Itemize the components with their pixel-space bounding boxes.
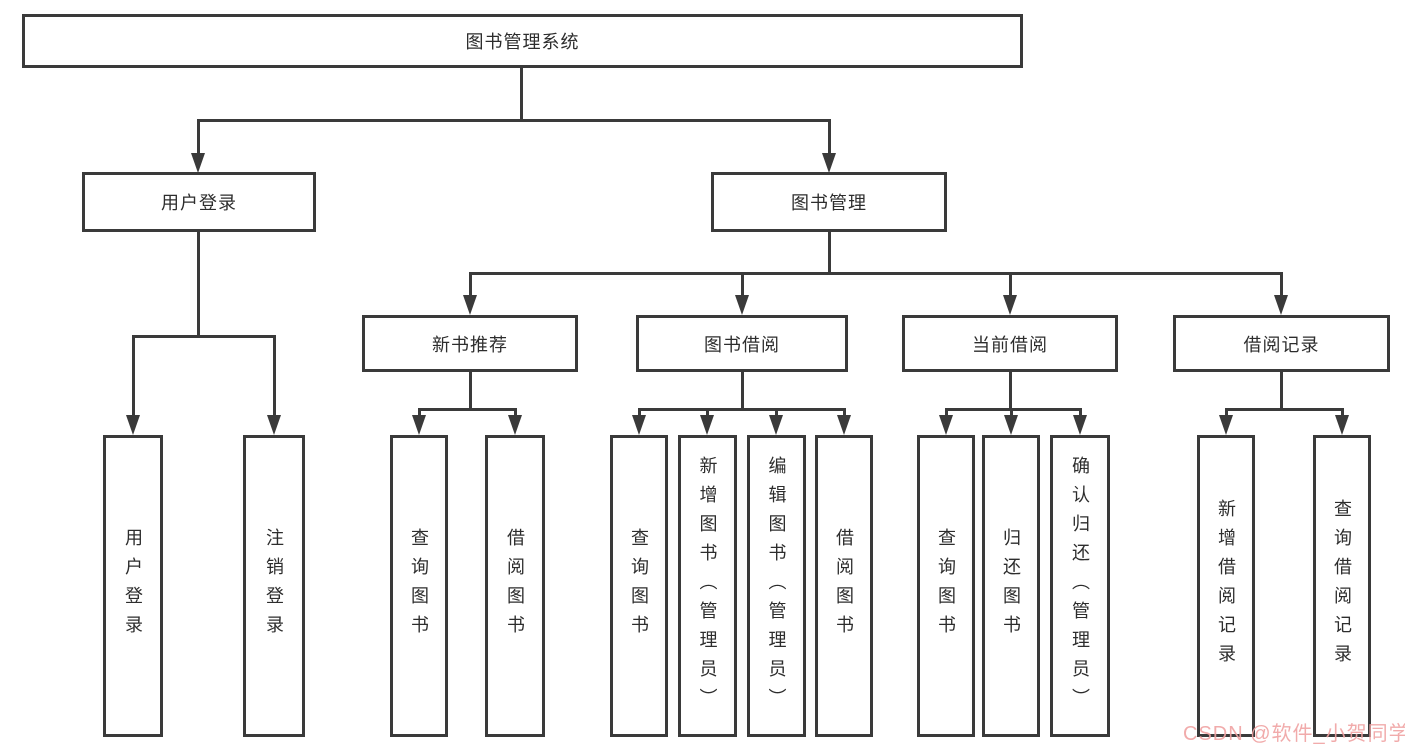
node-new-book-recommendation: 新书推荐 [362, 315, 578, 372]
node-user-login: 用户登录 [82, 172, 316, 232]
connector-line [828, 232, 831, 272]
leaf-query-books: 查询图书 [390, 435, 448, 737]
connector-line [197, 119, 200, 156]
arrowhead-down-icon [1335, 415, 1349, 435]
arrowhead-down-icon [1219, 415, 1233, 435]
leaf-edit-books-admin: 编辑图书（管理员） [747, 435, 806, 737]
leaf-query-borrow-record: 查询借阅记录 [1313, 435, 1371, 737]
connector-line [418, 408, 421, 418]
connector-line [469, 272, 472, 298]
connector-line [1225, 408, 1228, 418]
connector-line [1009, 372, 1012, 408]
arrowhead-down-icon [412, 415, 426, 435]
connector-line [775, 408, 778, 418]
connector-line [638, 408, 641, 418]
node-book-management: 图书管理 [711, 172, 947, 232]
connector-line [418, 408, 517, 411]
arrowhead-down-icon [1003, 295, 1017, 315]
arrowhead-down-icon [939, 415, 953, 435]
arrowhead-down-icon [1004, 415, 1018, 435]
arrowhead-down-icon [822, 153, 836, 173]
arrowhead-down-icon [191, 153, 205, 173]
leaf-add-books-admin: 新增图书（管理员） [678, 435, 737, 737]
leaf-query-books: 查询图书 [610, 435, 668, 737]
arrowhead-down-icon [837, 415, 851, 435]
arrowhead-down-icon [632, 415, 646, 435]
connector-line [197, 119, 831, 122]
leaf-borrow-books: 借阅图书 [815, 435, 873, 737]
node-library-management-system: 图书管理系统 [22, 14, 1023, 68]
connector-line [1280, 272, 1283, 298]
connector-line [741, 372, 744, 408]
leaf-return-books: 归还图书 [982, 435, 1040, 737]
connector-line [132, 335, 135, 418]
connector-line [1010, 408, 1013, 418]
leaf-borrow-books: 借阅图书 [485, 435, 545, 737]
connector-line [706, 408, 709, 418]
connector-line [1079, 408, 1082, 418]
connector-line [1225, 408, 1344, 411]
connector-line [1009, 272, 1012, 298]
connector-line [1341, 408, 1344, 418]
connector-line [638, 408, 846, 411]
arrowhead-down-icon [267, 415, 281, 435]
leaf-add-borrow-record: 新增借阅记录 [1197, 435, 1255, 737]
connector-line [514, 408, 517, 418]
arrowhead-down-icon [769, 415, 783, 435]
connector-line [469, 272, 1283, 275]
node-book-borrowing: 图书借阅 [636, 315, 848, 372]
arrowhead-down-icon [1073, 415, 1087, 435]
leaf-query-books: 查询图书 [917, 435, 975, 737]
connector-line [132, 335, 275, 338]
arrowhead-down-icon [463, 295, 477, 315]
connector-line [1280, 372, 1283, 408]
leaf-logout: 注销登录 [243, 435, 305, 737]
connector-line [945, 408, 1082, 411]
arrowhead-down-icon [508, 415, 522, 435]
connector-line [843, 408, 846, 418]
csdn-watermark: CSDN @软件_小贺同学 [1183, 723, 1405, 745]
arrowhead-down-icon [1274, 295, 1288, 315]
arrowhead-down-icon [126, 415, 140, 435]
connector-line [273, 335, 276, 418]
connector-line [520, 68, 523, 120]
leaf-user-login: 用户登录 [103, 435, 163, 737]
connector-line [741, 272, 744, 298]
connector-line [945, 408, 948, 418]
arrowhead-down-icon [700, 415, 714, 435]
node-current-borrowing: 当前借阅 [902, 315, 1118, 372]
arrowhead-down-icon [735, 295, 749, 315]
connector-line [197, 232, 200, 335]
connector-line [469, 372, 472, 408]
node-borrowing-records: 借阅记录 [1173, 315, 1390, 372]
connector-line [828, 119, 831, 156]
leaf-confirm-return-admin: 确认归还（管理员） [1050, 435, 1110, 737]
